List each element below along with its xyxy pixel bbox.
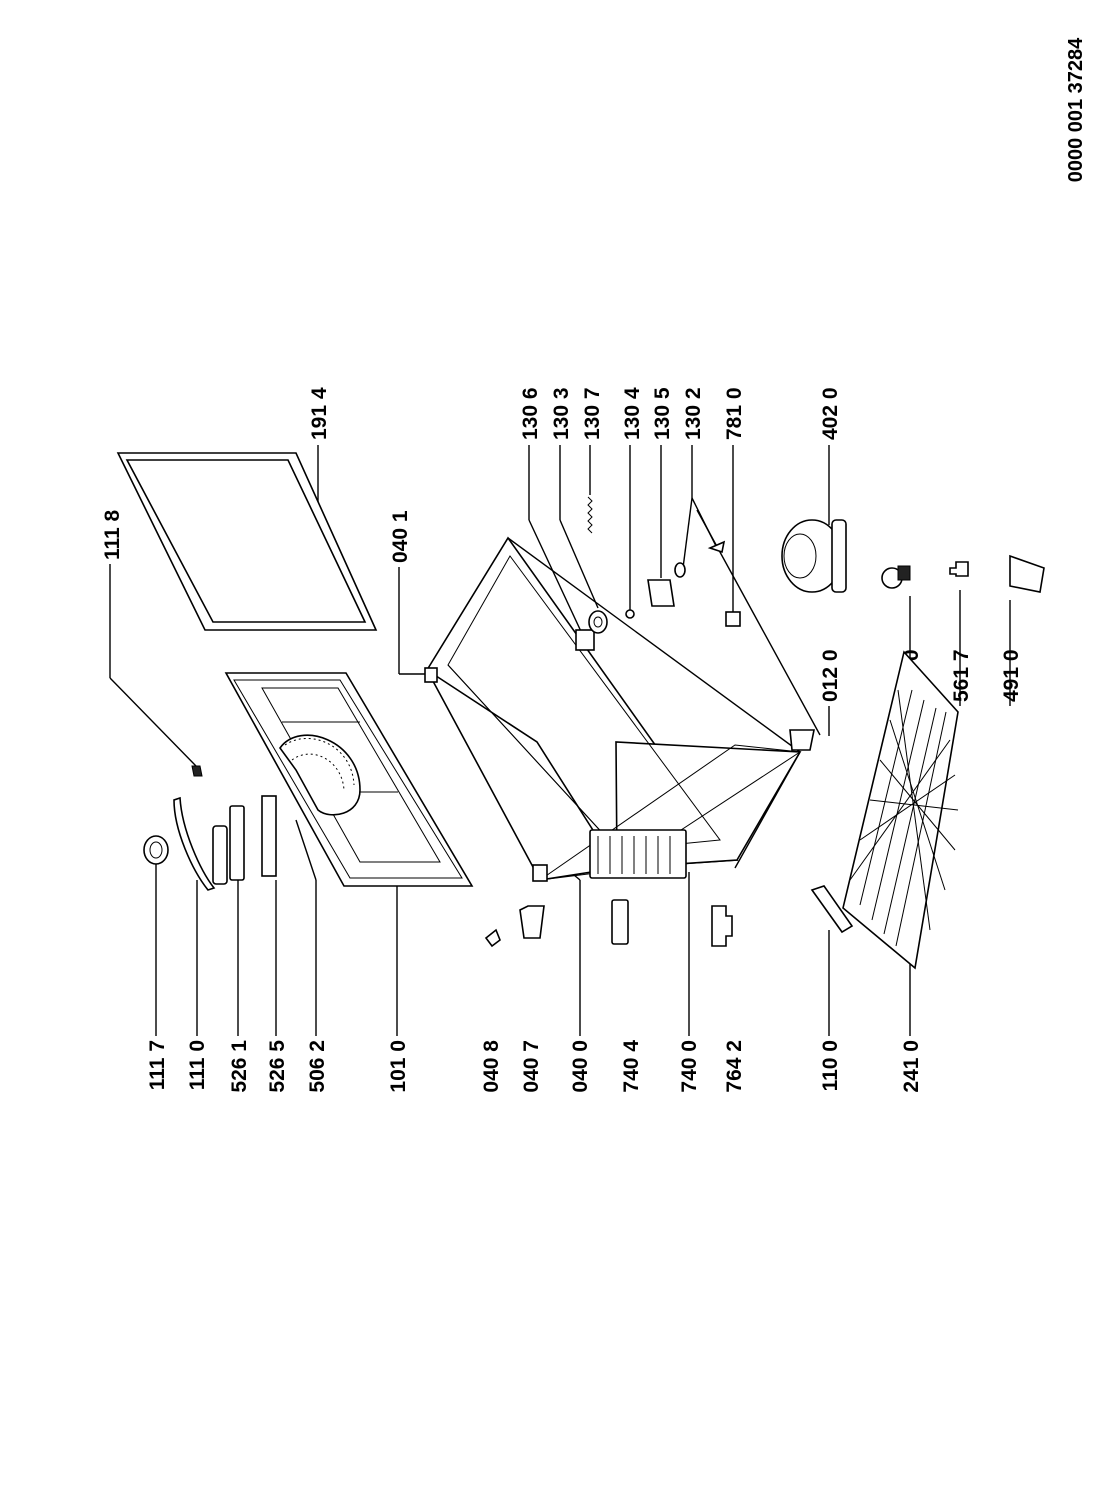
part-764-2 [711, 905, 733, 947]
hinge-040-1 [424, 667, 438, 683]
label-561-7: 561 7 [950, 649, 973, 702]
label-191-4: 191 4 [308, 387, 331, 440]
label-740-4: 740 4 [620, 1040, 643, 1093]
label-491-0: 491 0 [1000, 649, 1023, 702]
label-740-0: 740 0 [678, 1040, 701, 1093]
label-241-0: 241 0 [900, 1040, 923, 1093]
label-012-0: 012 0 [819, 649, 842, 702]
basket [810, 650, 959, 970]
rail-110-0 [810, 885, 854, 934]
label-040-0: 040 0 [569, 1040, 592, 1093]
part-130-2a [674, 562, 686, 578]
label-526-5: 526 5 [266, 1040, 289, 1093]
label-111-0: 111 0 [186, 1040, 209, 1090]
label-506-2: 506 2 [306, 1040, 329, 1093]
thermostat-panel-526-5 [229, 805, 245, 881]
small-clip-111-8 [191, 765, 203, 777]
lid-gasket [116, 452, 378, 631]
label-130-5: 130 5 [651, 387, 674, 440]
part-740-4 [611, 899, 629, 945]
label-111-7: 111 7 [146, 1040, 169, 1090]
label-040-7: 040 7 [520, 1040, 543, 1093]
part-130-3 [588, 610, 608, 634]
leader-lines [109, 445, 1011, 1036]
label-111-8: 111 8 [101, 509, 124, 560]
foot-012-0 [789, 729, 815, 751]
part-130-5 [647, 579, 675, 607]
part-040-8 [484, 928, 501, 948]
freezer-cabinet [424, 536, 815, 882]
cover-491-0 [1009, 554, 1045, 593]
condenser-grille [589, 829, 687, 879]
cabinet-components [575, 496, 741, 651]
part-561-7 [949, 561, 969, 577]
label-764-2: 764 2 [723, 1040, 746, 1093]
compressor [781, 519, 847, 593]
label-040-8: 040 8 [480, 1040, 503, 1093]
label-130-2: 130 2 [682, 387, 705, 440]
spring-130-7 [587, 496, 593, 534]
label-130-3: 130 3 [550, 387, 573, 440]
document-number: 0000 001 37284 [1065, 37, 1087, 182]
hinge-cap-111-7 [143, 835, 169, 865]
part-040-7 [519, 905, 545, 939]
small-parts-left [484, 899, 733, 948]
label-group-top: 111 8 191 4 040 1 130 6 130 3 130 7 130 … [101, 387, 1023, 702]
lid-hardware [143, 765, 277, 891]
label-781-0: 781 0 [723, 387, 746, 440]
handle-111-0 [173, 796, 216, 891]
freezer-lid [224, 672, 474, 887]
small-parts-right [881, 554, 1045, 593]
part-130-2b [707, 540, 726, 554]
label-040-1: 040 1 [389, 510, 412, 563]
label-101-0: 101 0 [387, 1040, 410, 1093]
label-130-4: 130 4 [621, 387, 644, 440]
part-130-6 [575, 629, 595, 651]
control-panel-526-1 [212, 825, 228, 885]
strip-506-2 [261, 795, 277, 877]
label-526-1: 526 1 [228, 1040, 251, 1093]
label-group-left: 111 7 111 0 526 1 526 5 506 2 101 0 040 … [146, 1040, 923, 1093]
plate-781-0 [725, 611, 741, 627]
label-130-7: 130 7 [581, 387, 604, 440]
part-130-4 [625, 609, 635, 619]
hinge-040-0 [532, 864, 548, 882]
label-402-0: 402 0 [819, 387, 842, 440]
label-110-0: 110 0 [819, 1040, 842, 1091]
label-130-6: 130 6 [519, 387, 542, 440]
